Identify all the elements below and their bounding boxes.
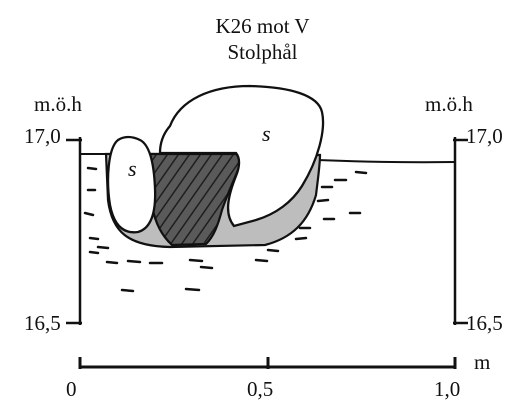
stone-mark-large: s [262, 121, 271, 146]
right-axis [453, 137, 468, 325]
diagram-subtitle: Stolphål [227, 40, 298, 64]
stone-small [106, 135, 157, 234]
right-tick-17-0: 17,0 [466, 124, 503, 148]
diagram-title: K26 mot V [215, 14, 310, 38]
stone-large [158, 84, 325, 228]
soil-dashes [83, 166, 368, 293]
right-tick-16-5: 16,5 [466, 311, 503, 335]
x-axis-unit: m [474, 350, 491, 374]
x-tick-0-5: 0,5 [247, 377, 274, 401]
right-axis-unit: m.ö.h [425, 92, 473, 116]
left-tick-16-5: 16,5 [24, 311, 61, 335]
x-tick-1-0: 1,0 [434, 377, 461, 401]
left-axis-unit: m.ö.h [34, 92, 82, 116]
x-axis [78, 357, 457, 369]
ground-surface-line [80, 153, 456, 164]
left-axis [66, 137, 82, 325]
stone-mark-small: s [128, 156, 137, 181]
left-tick-17-0: 17,0 [24, 124, 61, 148]
x-tick-0: 0 [66, 377, 77, 401]
